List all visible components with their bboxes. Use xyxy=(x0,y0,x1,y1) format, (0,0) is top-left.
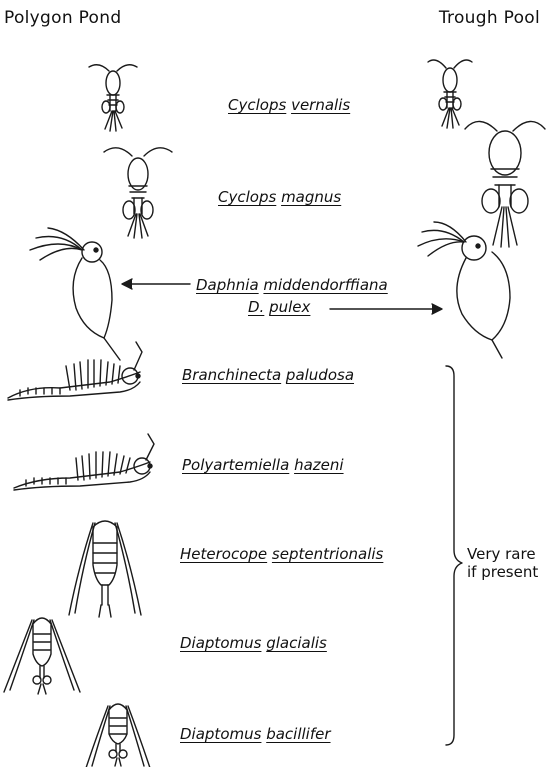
arrow-to-polygon-pond xyxy=(122,279,190,289)
fairy-shrimp-icon xyxy=(14,434,154,490)
calanoid-copepod-icon xyxy=(86,704,150,767)
cyclops-icon xyxy=(465,121,545,247)
cyclops-icon xyxy=(104,148,172,238)
cyclops-icon xyxy=(428,60,472,128)
bracket xyxy=(446,366,462,745)
cyclops-icon xyxy=(89,65,137,131)
daphnia-icon xyxy=(30,228,120,360)
fairy-shrimp-icon xyxy=(8,342,142,400)
daphnia-icon xyxy=(418,222,510,358)
calanoid-copepod-icon xyxy=(4,618,80,694)
arrow-to-trough-pool xyxy=(330,304,442,314)
calanoid-copepod-icon xyxy=(69,521,141,617)
